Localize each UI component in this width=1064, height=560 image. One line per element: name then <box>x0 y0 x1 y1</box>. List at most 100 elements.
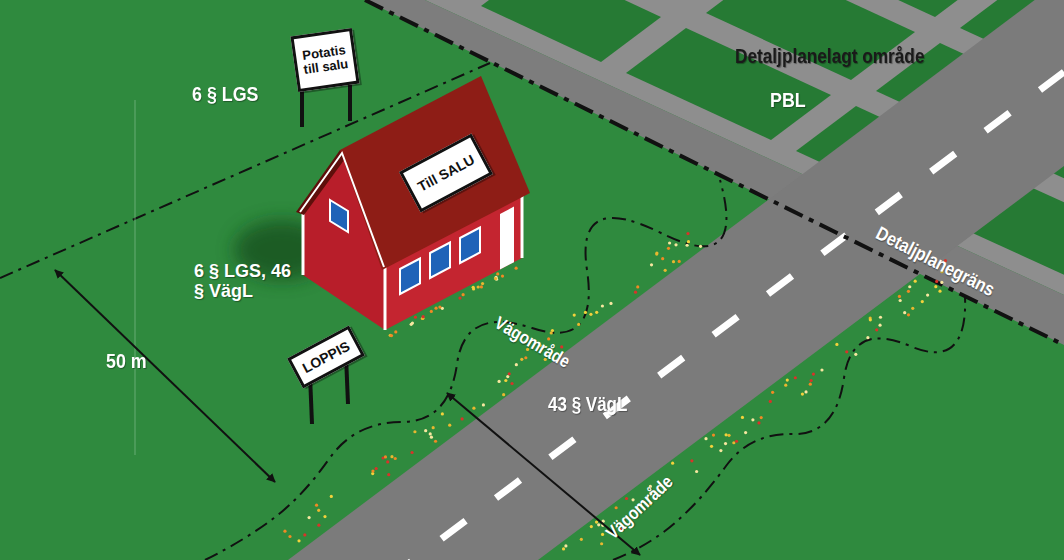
flower-dot <box>481 282 484 285</box>
sign-text: Potatis till salu <box>297 43 352 77</box>
city-block <box>706 0 915 80</box>
flower-dot <box>508 372 511 375</box>
flower-dot <box>686 232 689 235</box>
flower-dot <box>394 457 397 460</box>
flower-dot <box>710 445 713 448</box>
flower-dot <box>686 244 689 247</box>
flower-dot <box>317 524 320 527</box>
flower-dot <box>477 285 480 288</box>
flower-dot <box>448 424 451 427</box>
road-area-boundary <box>205 180 726 560</box>
flower-dot <box>655 253 658 256</box>
dimension-arrow <box>55 270 275 482</box>
flower-dot <box>804 390 807 393</box>
window <box>460 228 480 264</box>
flower-dot <box>672 260 675 263</box>
flower-dot <box>704 437 707 440</box>
flower-dot <box>820 368 823 371</box>
flower-dot <box>921 300 924 303</box>
flower-dot <box>501 274 504 277</box>
label-text: 43 § VägL <box>548 393 627 415</box>
flower-dot <box>461 417 464 420</box>
flower-dot <box>595 311 598 314</box>
flower-dot <box>577 323 580 326</box>
flower-dot <box>601 533 604 536</box>
flower-dot <box>812 373 815 376</box>
flower-dot <box>562 547 565 550</box>
flower-dot <box>712 434 715 437</box>
flower-dot <box>520 358 523 361</box>
flower-dot <box>809 383 812 386</box>
flower-dot <box>724 442 727 445</box>
flower-dot <box>550 331 553 334</box>
corner-trim <box>521 190 524 258</box>
flower-dot <box>510 382 513 385</box>
corner-trim <box>302 208 305 275</box>
flower-dot <box>934 285 937 288</box>
flower-dot <box>938 290 941 293</box>
flower-dot <box>414 316 417 319</box>
flower-dot <box>695 470 698 473</box>
flower-dot <box>907 313 910 316</box>
flower-dot <box>390 455 393 458</box>
flower-dot <box>744 431 747 434</box>
flower-dot <box>472 407 475 410</box>
flower-dot <box>678 260 681 263</box>
flower-dot <box>911 307 914 310</box>
flower-dot <box>410 323 413 326</box>
flower-dot <box>515 267 518 270</box>
flower-dot <box>303 533 306 536</box>
label-text: 50 m <box>106 349 147 372</box>
flower-dot <box>879 316 882 319</box>
flower-dot <box>786 378 789 381</box>
flower-dot <box>434 307 437 310</box>
flower-dot <box>935 280 938 283</box>
sign-board: Potatis till salu <box>290 28 359 92</box>
flower-dot <box>810 379 813 382</box>
flower-dot <box>727 434 730 437</box>
flower-dot <box>496 272 499 275</box>
label-text: 6 § LGS <box>192 82 258 105</box>
flower-dot <box>480 285 483 288</box>
flower-dot <box>386 460 389 463</box>
flower-dot <box>769 400 772 403</box>
flower-dot <box>615 506 618 509</box>
flower-dot <box>430 310 433 313</box>
flower-dot <box>515 363 518 366</box>
flower-dot <box>384 455 387 458</box>
flower-dot <box>690 459 693 462</box>
flower-dot <box>751 418 754 421</box>
flower-dot <box>940 281 943 284</box>
guide-line <box>135 100 136 455</box>
flower-dot <box>724 433 727 436</box>
flower-dot <box>735 440 738 443</box>
flower-dot <box>462 293 465 296</box>
flower-dot <box>413 430 416 433</box>
flower-dot <box>757 421 760 424</box>
flower-dot <box>898 295 901 298</box>
flower-dot <box>498 380 501 383</box>
flower-dot <box>472 287 475 290</box>
door <box>500 207 514 270</box>
flower-dot <box>595 520 598 523</box>
window <box>400 259 420 295</box>
flower-dot <box>732 441 735 444</box>
flower-dot <box>394 330 397 333</box>
flower-dot <box>771 391 774 394</box>
flower-dot <box>903 311 906 314</box>
flower-dot <box>609 302 612 305</box>
flower-dot <box>330 495 333 498</box>
flower-dot <box>288 535 291 538</box>
flower-dot <box>429 432 432 435</box>
flower-dot <box>899 299 902 302</box>
label-text: PBL <box>770 88 806 111</box>
flower-dot <box>668 241 671 244</box>
flower-dot <box>878 324 881 327</box>
flower-dot <box>573 313 576 316</box>
flower-dot <box>434 440 437 443</box>
flower-dot <box>914 280 917 283</box>
flower-dot <box>580 538 583 541</box>
flower-dot <box>441 412 444 415</box>
flower-dot <box>315 504 318 507</box>
